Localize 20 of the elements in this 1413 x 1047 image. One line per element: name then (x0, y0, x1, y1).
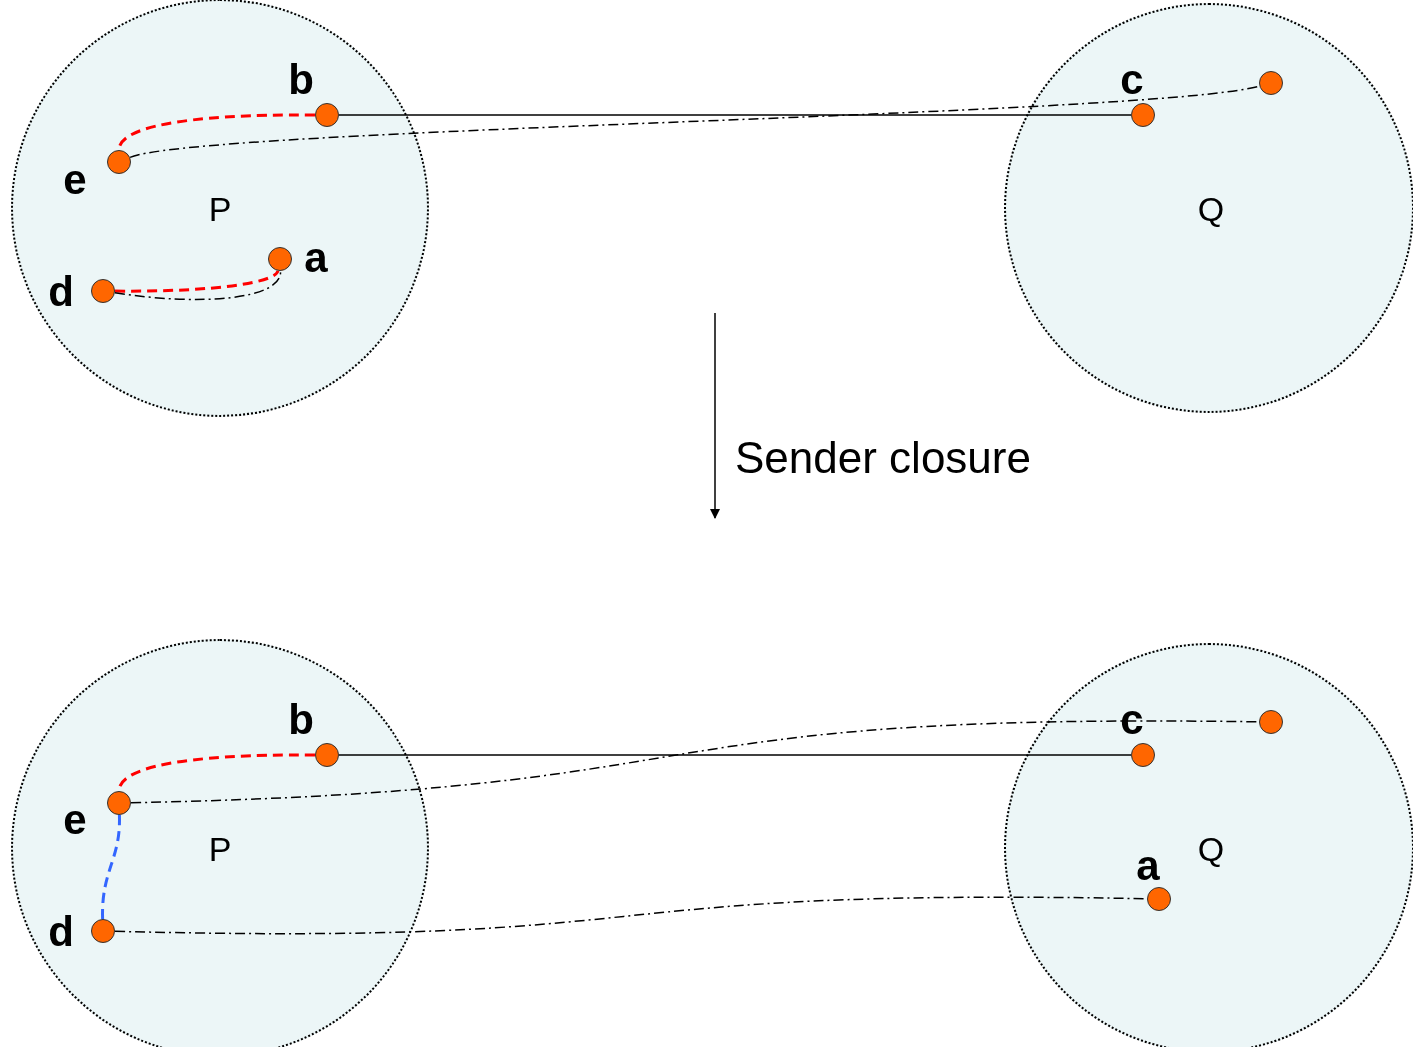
region-label: P (208, 832, 232, 866)
point-label: c (1120, 59, 1144, 101)
solid-link (338, 754, 1132, 756)
region-label: Q (1197, 832, 1225, 866)
region-label: Q (1197, 192, 1225, 226)
dash-dot-link (114, 270, 282, 301)
dashed-link (115, 270, 280, 293)
point-label: a (1136, 845, 1160, 887)
point-label: c (1120, 699, 1144, 741)
region-label: P (208, 192, 232, 226)
solid-link (338, 114, 1132, 116)
point-label: b (288, 59, 314, 101)
point-label: d (48, 271, 74, 313)
point-label: e (63, 159, 87, 201)
point-label: e (63, 799, 87, 841)
transition-label: Sender closure (735, 434, 1031, 483)
point-label: d (48, 911, 74, 953)
point-label: b (288, 699, 314, 741)
dashed-link (101, 815, 121, 919)
point-label: a (304, 237, 328, 279)
